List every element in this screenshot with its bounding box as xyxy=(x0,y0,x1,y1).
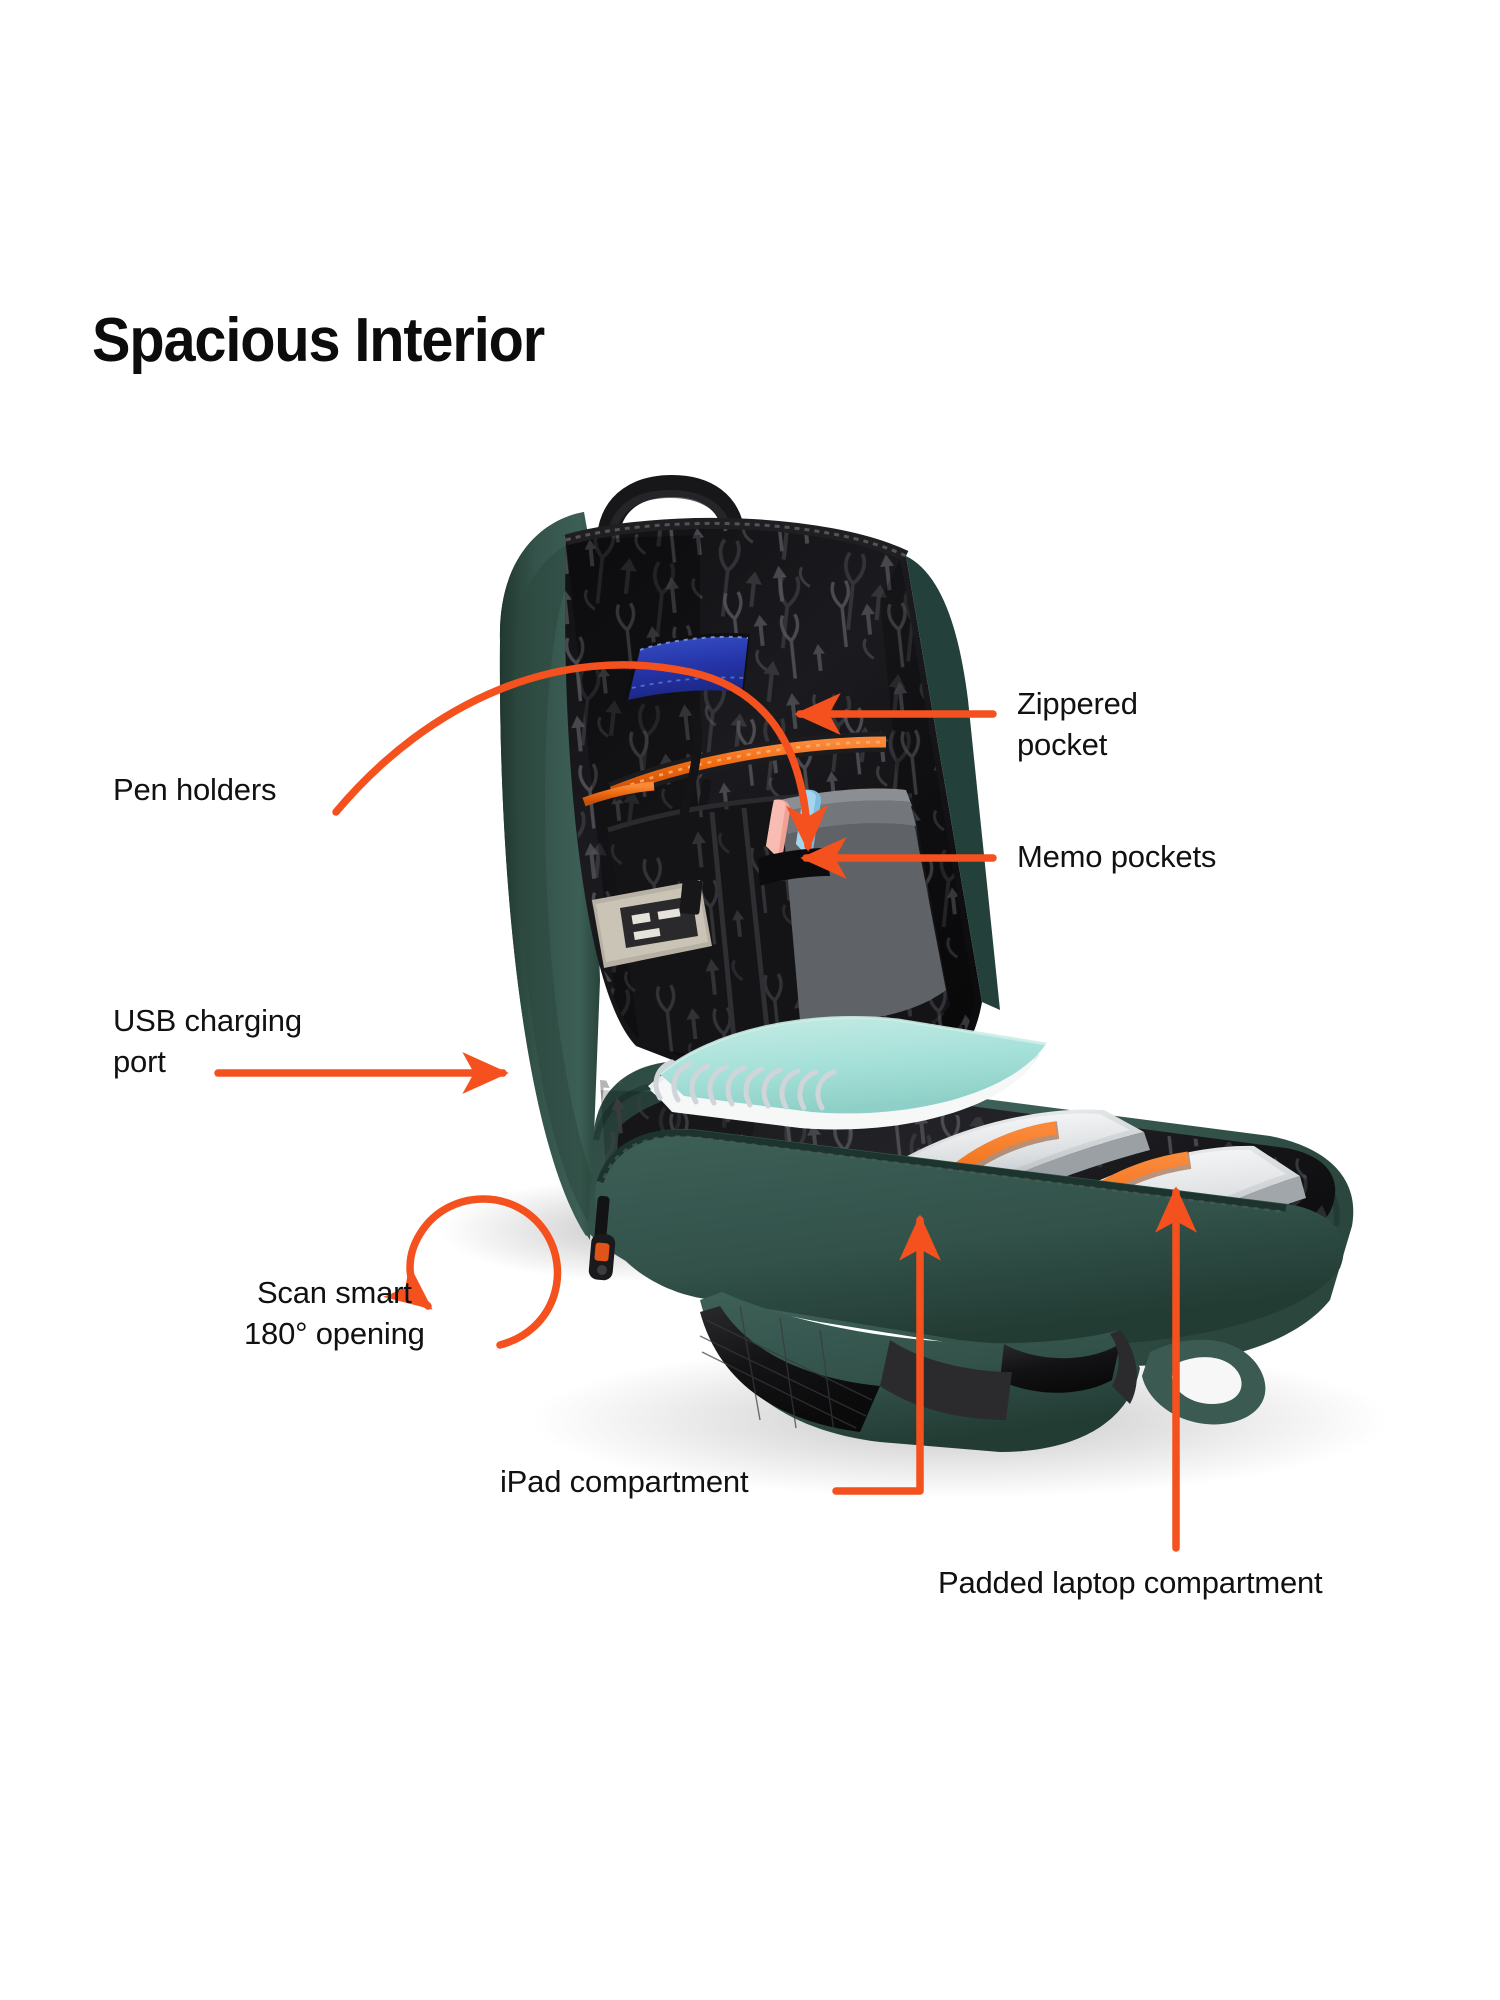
callout-label-usb-charging-port: USB charging port xyxy=(113,1003,302,1079)
callout-label-zippered-pocket: Zippered pocket xyxy=(1017,686,1138,762)
callout-label-scan-smart: Scan smart 180° opening xyxy=(244,1275,425,1351)
page-title: Spacious Interior xyxy=(92,306,545,375)
callout-label-ipad-compartment: iPad compartment xyxy=(500,1464,749,1499)
callout-label-pen-holders: Pen holders xyxy=(113,772,277,807)
callout-label-memo-pockets: Memo pockets xyxy=(1017,839,1217,874)
callout-label-padded-laptop-compartment: Padded laptop compartment xyxy=(938,1565,1323,1600)
